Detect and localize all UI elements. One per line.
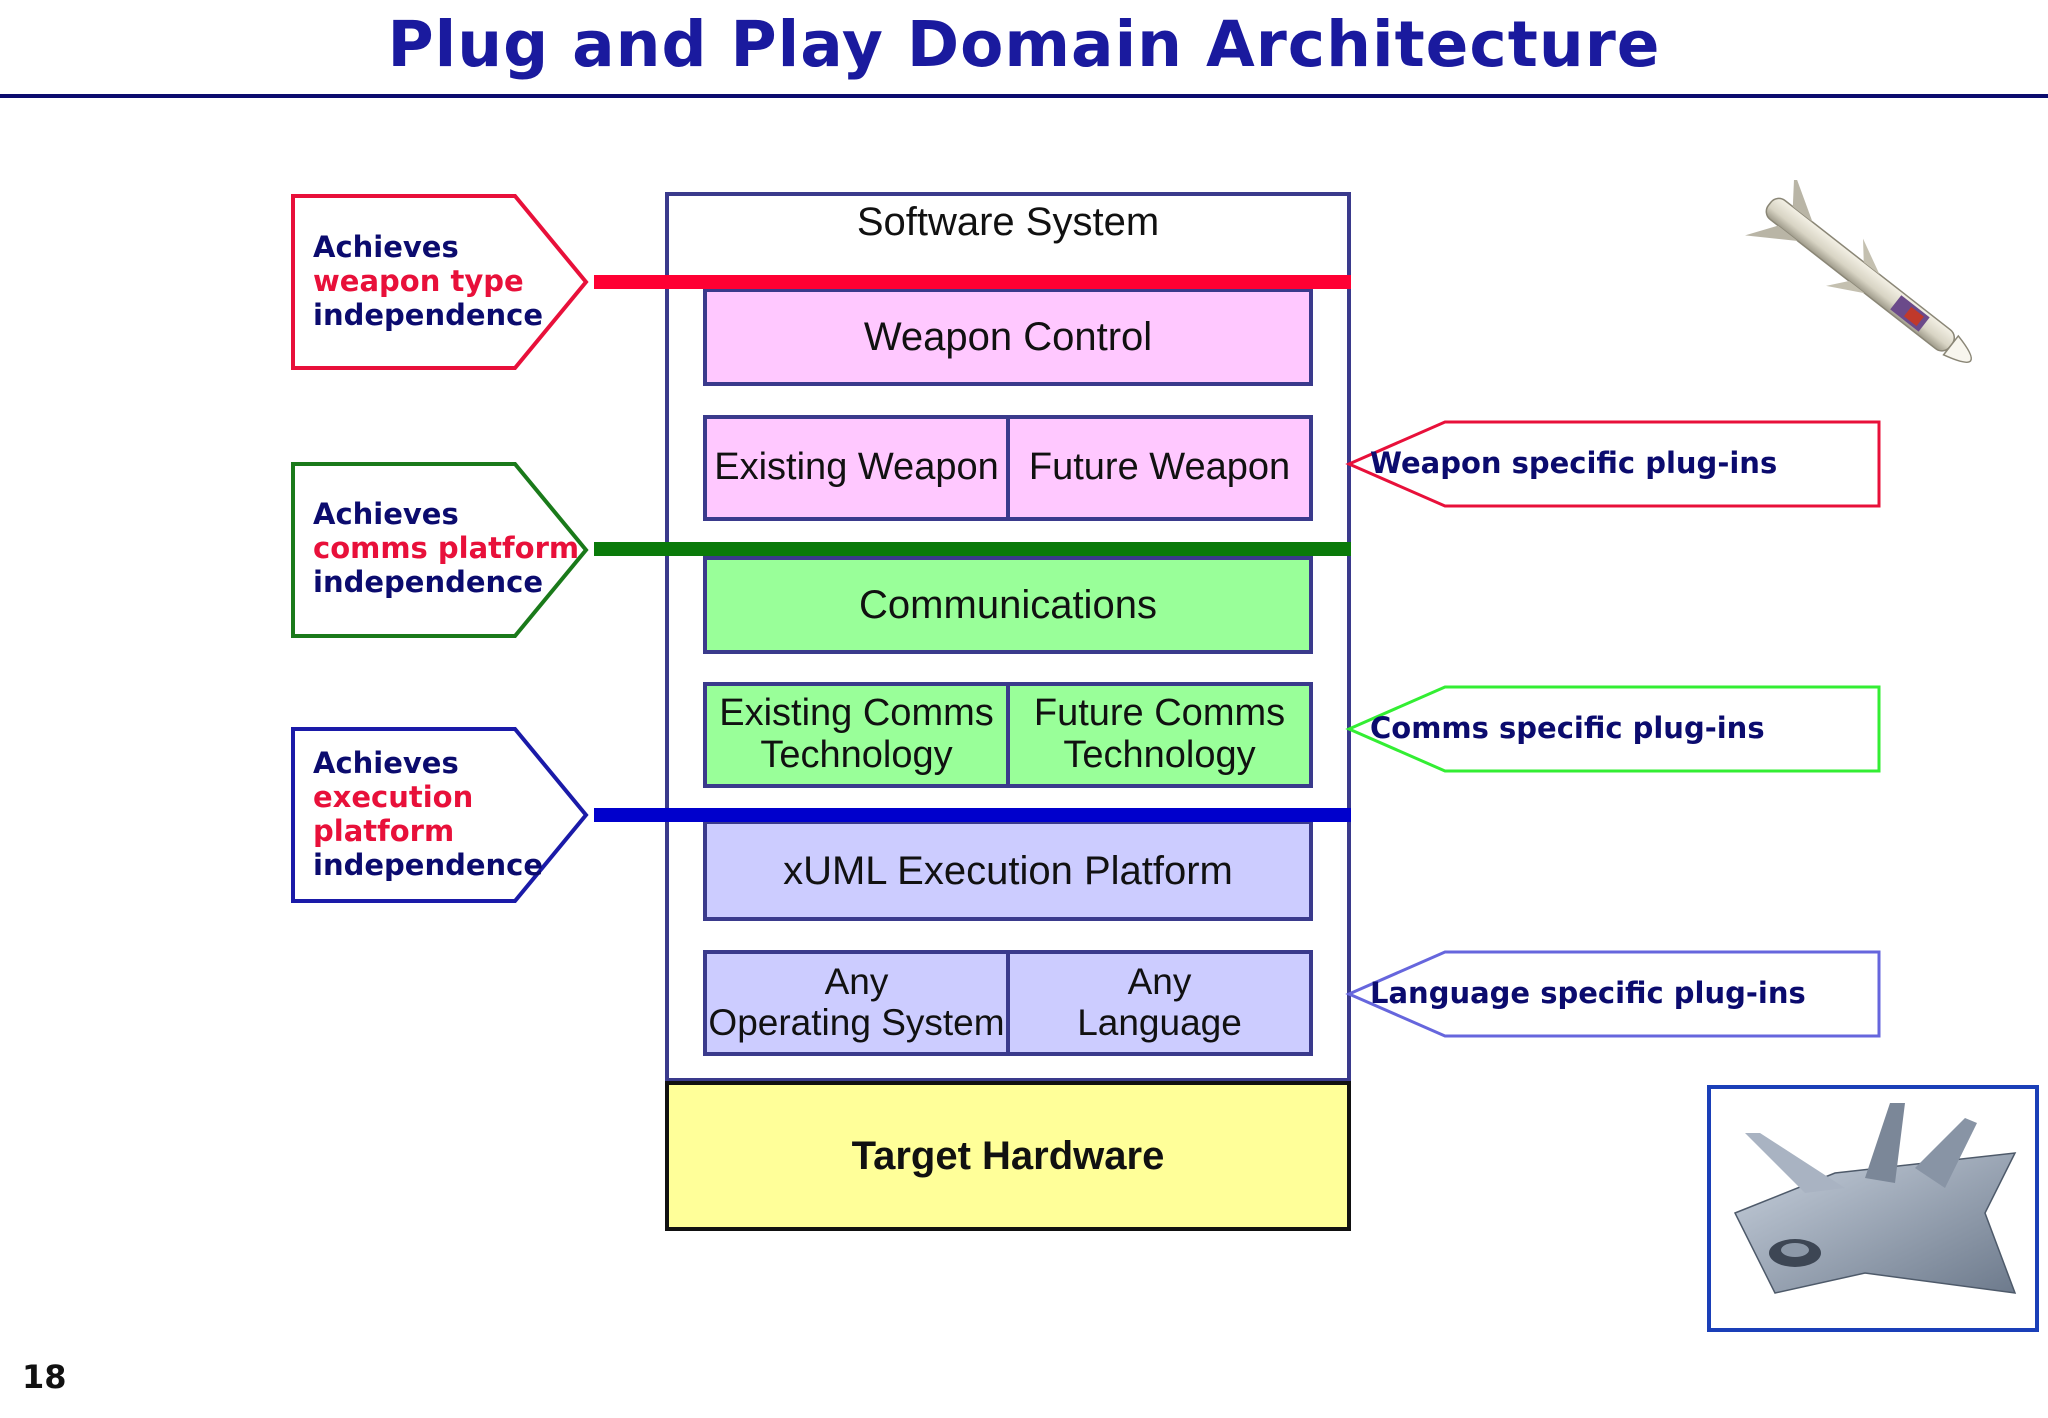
- comms-callout-shape: [291, 462, 589, 638]
- weapon-callout-shape: [291, 194, 589, 370]
- comms-callout-line2: comms platform: [313, 531, 580, 565]
- language-plugins-callout-shape: [1345, 950, 1881, 1038]
- weapon-callout-text: Achieves weapon type independence: [313, 230, 543, 332]
- comms-callout-text: Achieves comms platform independence: [313, 497, 579, 599]
- future-comms-line2: Technology: [1063, 734, 1256, 776]
- weapon-callout-line2: weapon type: [313, 264, 524, 298]
- communications-box: Communications: [703, 556, 1313, 654]
- any-language-line1: Any: [1127, 961, 1192, 1003]
- software-system-label: Software System: [856, 200, 1160, 244]
- weapon-control-box: Weapon Control: [703, 288, 1313, 386]
- comms-callout-line1: Achieves: [313, 497, 459, 531]
- future-comms-box: Future Comms Technology: [1006, 682, 1313, 788]
- execution-callout-line2: execution: [313, 780, 474, 814]
- execution-callout-line1: Achieves: [313, 746, 459, 780]
- page-title: Plug and Play Domain Architecture: [387, 8, 1661, 81]
- comms-plugins-callout-shape: [1345, 685, 1881, 773]
- weapon-plugins-callout-shape: [1345, 420, 1881, 508]
- comms-independence-bar: [594, 542, 1351, 556]
- comms-callout-line3: independence: [313, 565, 544, 599]
- execution-callout-line3: platform: [313, 814, 455, 848]
- weapon-callout-line1: Achieves: [313, 230, 459, 264]
- existing-comms-line1: Existing Comms: [719, 692, 994, 735]
- any-os-box: Any Operating System: [703, 950, 1010, 1056]
- any-os-line2: Operating System: [708, 1002, 1005, 1043]
- execution-callout-shape: [291, 727, 589, 903]
- fighter-jet-image: [1733, 1103, 2017, 1294]
- weapon-plugins-label: Weapon specific plug-ins: [1370, 446, 1778, 480]
- any-language-box: Any Language: [1006, 950, 1313, 1056]
- existing-weapon-box: Existing Weapon: [703, 415, 1010, 521]
- future-weapon-box: Future Weapon: [1006, 415, 1313, 521]
- target-hardware-box: Target Hardware: [665, 1081, 1351, 1231]
- execution-callout-text: Achieves execution platform independence: [313, 746, 543, 882]
- execution-independence-bar: [594, 808, 1351, 822]
- any-language-line2: Language: [1077, 1002, 1242, 1043]
- weapon-callout-line3: independence: [313, 298, 544, 332]
- any-os-line1: Any: [824, 961, 889, 1003]
- xuml-execution-platform-box: xUML Execution Platform: [703, 820, 1313, 921]
- existing-comms-line2: Technology: [760, 734, 953, 776]
- language-plugins-label: Language specific plug-ins: [1370, 976, 1806, 1010]
- comms-plugins-label: Comms specific plug-ins: [1370, 711, 1765, 745]
- missile-image: [1745, 180, 1972, 363]
- page-number: 18: [22, 1358, 67, 1396]
- future-comms-line1: Future Comms: [1033, 692, 1286, 735]
- title-divider: [0, 94, 2048, 98]
- weapon-independence-bar: [594, 275, 1351, 289]
- existing-comms-box: Existing Comms Technology: [703, 682, 1010, 788]
- execution-callout-line4: independence: [313, 848, 544, 882]
